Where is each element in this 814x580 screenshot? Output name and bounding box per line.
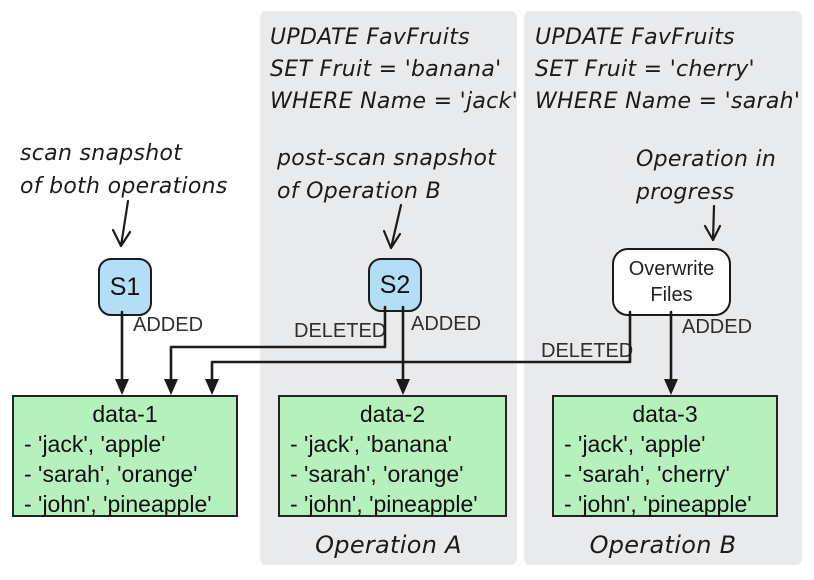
data-1-row: - 'jack', 'apple' <box>24 431 166 457</box>
annotation-line: of both operations <box>20 174 228 199</box>
sql-statement-operation-a: UPDATE FavFruits SET Fruit = 'banana' WH… <box>270 22 518 118</box>
data-1-file-box: data-1 - 'jack', 'apple' - 'sarah', 'ora… <box>12 395 238 517</box>
annotation-line: scan snapshot <box>20 141 183 166</box>
overwrite-files-label-line: Overwrite <box>628 258 715 280</box>
scan-snapshot-annotation: scan snapshot of both operations <box>20 137 228 203</box>
sql-line: UPDATE FavFruits <box>535 25 735 50</box>
sql-line: WHERE Name = 'sarah' <box>535 89 801 114</box>
overwrite-files-label-line: Files <box>650 284 693 306</box>
data-3-title: data-3 <box>632 401 698 427</box>
annotation-line: of Operation B <box>277 179 441 204</box>
post-scan-annotation: post-scan snapshot of Operation B <box>277 142 496 208</box>
data-1-row: - 'sarah', 'orange' <box>24 461 198 487</box>
data-2-row: - 'sarah', 'orange' <box>290 461 464 487</box>
data-1-title: data-1 <box>92 401 158 427</box>
overwrite-files-node: Overwrite Files <box>612 248 731 316</box>
s2-added-label: ADDED <box>411 313 482 335</box>
data-1-row: - 'john', 'pineapple' <box>24 491 212 517</box>
data-3-file-box: data-3 - 'jack', 'apple' - 'sarah', 'che… <box>552 395 778 517</box>
s1-added-label: ADDED <box>133 314 204 336</box>
arrow-s1-added-to-data1 <box>115 310 129 395</box>
snapshot-s1-node: S1 <box>98 258 152 316</box>
data-2-title: data-2 <box>359 401 426 427</box>
snapshot-s1-label: S1 <box>109 272 141 301</box>
operation-in-progress-annotation: Operation in progress <box>636 143 776 209</box>
sql-line: SET Fruit = 'cherry' <box>535 57 755 82</box>
data-3-row: - 'jack', 'apple' <box>564 431 706 457</box>
data-2-row: - 'jack', 'banana' <box>290 431 453 457</box>
annotation-line: post-scan snapshot <box>277 146 497 171</box>
snapshot-s2-label: S2 <box>379 270 411 299</box>
scan-annotation-arrow <box>111 199 132 248</box>
data-2-row: - 'john', 'pineapple' <box>290 491 478 517</box>
snapshot-s2-node: S2 <box>368 258 422 312</box>
operation-b-caption: Operation B <box>589 531 737 559</box>
sql-line: SET Fruit = 'banana' <box>270 57 502 82</box>
overwrite-added-label: ADDED <box>682 316 753 338</box>
sql-statement-operation-b: UPDATE FavFruits SET Fruit = 'cherry' WH… <box>535 22 800 118</box>
data-3-row: - 'john', 'pineapple' <box>564 491 752 517</box>
data-2-file-box: data-2 - 'jack', 'banana' - 'sarah', 'or… <box>278 395 507 517</box>
s2-deleted-label: DELETED <box>294 320 387 342</box>
operation-a-caption: Operation A <box>315 531 462 559</box>
sql-line: UPDATE FavFruits <box>270 25 470 50</box>
sql-line: WHERE Name = 'jack' <box>270 89 518 114</box>
data-3-row: - 'sarah', 'cherry' <box>564 461 730 487</box>
annotation-line: Operation in <box>636 147 777 172</box>
overwrite-deleted-label: DELETED <box>541 340 634 362</box>
annotation-line: progress <box>636 180 735 205</box>
